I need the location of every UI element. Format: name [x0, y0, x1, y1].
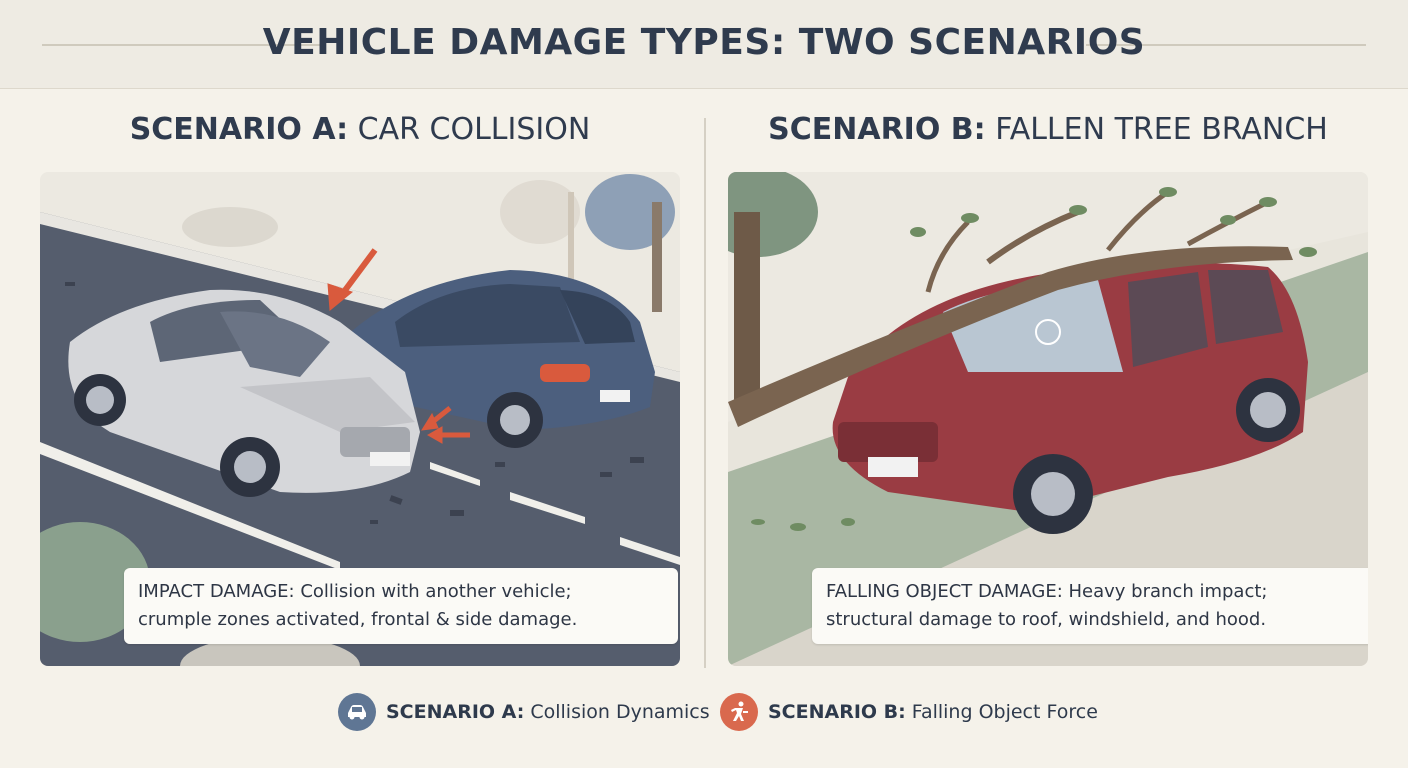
legend-a-text: Collision Dynamics	[530, 701, 710, 723]
page-title: VEHICLE DAMAGE TYPES: TWO SCENARIOS	[262, 22, 1146, 63]
scenario-a-title-rest: CAR COLLISION	[357, 112, 591, 147]
scenario-b-illustration: FALLING OBJECT DAMAGE: Heavy branch impa…	[728, 172, 1368, 666]
scenario-b-title-bold: SCENARIO B:	[768, 112, 986, 147]
scenario-a-caption: IMPACT DAMAGE: Collision with another ve…	[124, 568, 678, 644]
scenario-b-caption-line2: structural damage to roof, windshield, a…	[826, 609, 1267, 630]
legend-item-b: SCENARIO B: Falling Object Force	[720, 692, 1098, 732]
tree	[728, 172, 818, 412]
center-divider	[704, 118, 706, 668]
header-rule-right	[1086, 44, 1366, 46]
scenario-a-illustration: IMPACT DAMAGE: Collision with another ve…	[40, 172, 680, 666]
silver-car	[68, 289, 420, 497]
legend-b-text: Falling Object Force	[911, 701, 1098, 723]
scenario-a-title-bold: SCENARIO A:	[129, 112, 349, 147]
header-band: VEHICLE DAMAGE TYPES: TWO SCENARIOS	[0, 0, 1408, 89]
scenario-b-title-rest: FALLEN TREE BRANCH	[995, 112, 1328, 147]
debris	[65, 282, 644, 524]
blue-car	[339, 270, 655, 448]
scenario-a-title: SCENARIO A: CAR COLLISION	[40, 112, 680, 147]
scenario-b-caption: FALLING OBJECT DAMAGE: Heavy branch impa…	[812, 568, 1368, 644]
collision-scene	[40, 172, 680, 666]
car-icon	[338, 693, 376, 731]
falling-person-icon	[720, 693, 758, 731]
fallen-branch	[728, 187, 1317, 427]
legend-a-bold: SCENARIO A:	[386, 701, 525, 723]
legend: SCENARIO A: Collision Dynamics SCENARIO …	[0, 692, 1408, 732]
legend-b-bold: SCENARIO B:	[768, 701, 906, 723]
legend-item-a: SCENARIO A: Collision Dynamics	[338, 692, 710, 732]
header-rule-left	[42, 44, 322, 46]
scenario-b-title: SCENARIO B: FALLEN TREE BRANCH	[728, 112, 1368, 147]
fallen-leaves	[751, 518, 855, 531]
scenario-a-caption-line1: IMPACT DAMAGE: Collision with another ve…	[138, 581, 572, 602]
impact-arrows	[327, 248, 470, 444]
scenario-b-caption-line1: FALLING OBJECT DAMAGE: Heavy branch impa…	[826, 581, 1268, 602]
scenario-a-caption-line2: crumple zones activated, frontal & side …	[138, 609, 578, 630]
